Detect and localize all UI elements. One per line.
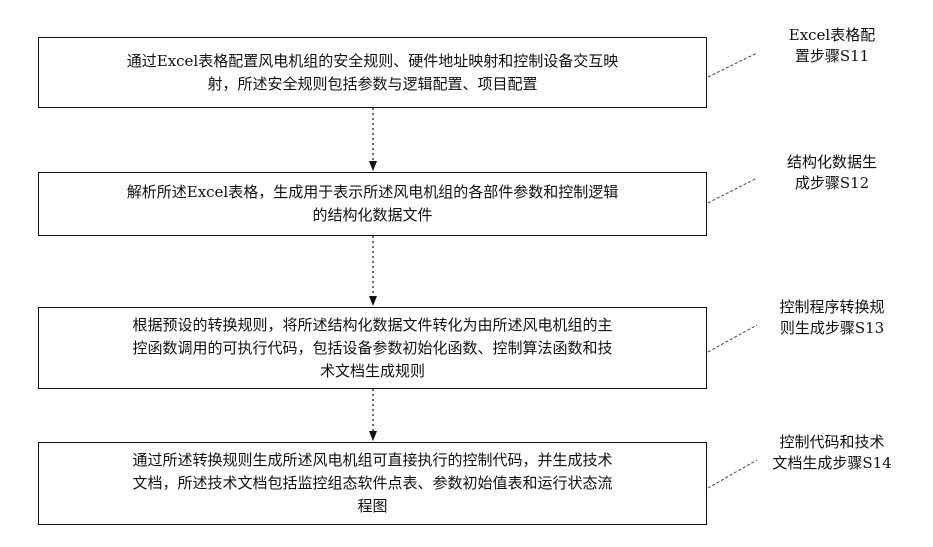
step-s12-line-1: 解析所述Excel表格，生成用于表示所述风电机组的各部件参数和控制逻辑 [47,181,698,204]
leader-line-s12 [708,178,757,203]
leader-line-s11 [708,53,757,77]
step-label-s12-line-1: 结构化数据生 [752,152,912,173]
step-label-s14-line-2: 文档生成步骤S14 [752,453,912,474]
step-label-s13: 控制程序转换规 则生成步骤S13 [752,297,912,339]
step-label-s13-line-1: 控制程序转换规 [752,297,912,318]
step-s13-line-1: 根据预设的转换规则，将所述结构化数据文件转化为由所述风电机组的主 [47,314,698,337]
leader-line-s13 [708,325,757,352]
leader-line-s14 [708,460,757,488]
step-s14-line-3: 程图 [47,495,698,518]
step-box-s14: 通过所述转换规则生成所述风电机组可直接执行的控制代码，并生成技术 文档，所述技术… [38,442,707,525]
step-s14-line-1: 通过所述转换规则生成所述风电机组可直接执行的控制代码，并生成技术 [47,449,698,472]
step-s12-line-2: 的结构化数据文件 [47,204,698,227]
step-label-s11-line-1: Excel表格配 [752,25,912,46]
step-box-s12: 解析所述Excel表格，生成用于表示所述风电机组的各部件参数和控制逻辑 的结构化… [38,172,707,236]
step-label-s12-line-2: 成步骤S12 [752,173,912,194]
step-s13-line-2: 控函数调用的可执行代码，包括设备参数初始化函数、控制算法函数和技 [47,337,698,360]
step-label-s14: 控制代码和技术 文档生成步骤S14 [752,432,912,474]
step-label-s14-line-1: 控制代码和技术 [752,432,912,453]
step-label-s11-line-2: 置步骤S11 [752,46,912,67]
step-label-s12: 结构化数据生 成步骤S12 [752,152,912,194]
step-s14-line-2: 文档，所述技术文档包括监控组态软件点表、参数初始值表和运行状态流 [47,472,698,495]
step-label-s11: Excel表格配 置步骤S11 [752,25,912,67]
step-s11-line-1: 通过Excel表格配置风电机组的安全规则、硬件地址映射和控制设备交互映 [47,50,698,73]
step-s11-line-2: 射，所述安全规则包括参数与逻辑配置、项目配置 [47,73,698,96]
step-label-s13-line-2: 则生成步骤S13 [752,318,912,339]
step-box-s13: 根据预设的转换规则，将所述结构化数据文件转化为由所述风电机组的主 控函数调用的可… [38,307,707,389]
step-s13-line-3: 术文档生成规则 [47,360,698,383]
step-box-s11: 通过Excel表格配置风电机组的安全规则、硬件地址映射和控制设备交互映 射，所述… [38,37,707,108]
